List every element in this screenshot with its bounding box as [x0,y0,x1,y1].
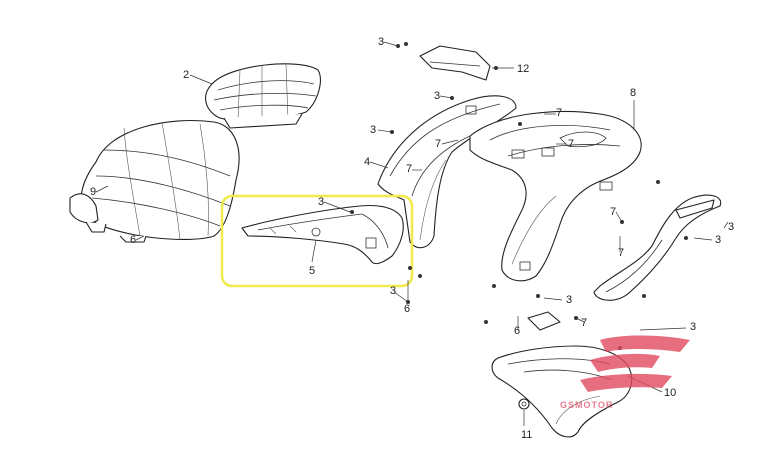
lower-rear-fender[interactable] [491,311,633,438]
callout-c3g: 3 [390,285,396,297]
callout-c3b: 3 [434,90,440,102]
callout-c3c: 3 [370,124,376,136]
callout-c9: 9 [90,186,96,198]
callout-c2: 2 [183,69,189,81]
rear-tail-cover[interactable] [469,110,642,282]
grommet-part-11[interactable] [518,398,530,410]
side-panel-part-5[interactable] [241,204,404,265]
callout-c7d: 7 [406,163,412,175]
callout-c3i: 3 [690,321,696,333]
callout-c3h: 3 [566,294,572,306]
highlight-box [220,194,414,288]
watermark-text: GSMOTOR [560,400,613,410]
callout-c6a: 6 [130,234,136,246]
watermark-logo: GSMOTOR [560,335,690,410]
callout-c10: 10 [664,387,676,399]
callout-c7c: 7 [568,138,574,150]
leader-lines [95,41,729,426]
right-grab-rail[interactable] [593,194,722,301]
callout-c7g: 7 [581,317,587,329]
callout-c4: 4 [364,156,370,168]
callout-c12: 12 [517,63,529,75]
callout-c6c: 6 [514,325,520,337]
callout-c7a: 7 [556,107,562,119]
callout-c11: 11 [521,429,532,441]
callout-c5: 5 [309,265,315,277]
callout-c7f: 7 [618,247,624,259]
rider-seat[interactable] [69,119,240,243]
callout-c3d: 3 [318,196,324,208]
top-bracket[interactable] [404,42,498,81]
callout-c8: 8 [630,87,636,99]
callout-c3f: 3 [715,234,721,246]
callout-c3e: 3 [728,221,734,233]
callout-c6b: 6 [404,303,410,315]
callout-c3a: 3 [378,36,384,48]
callout-c7b: 7 [435,138,441,150]
callout-c7e: 7 [610,206,616,218]
pillion-seat[interactable] [205,63,321,129]
